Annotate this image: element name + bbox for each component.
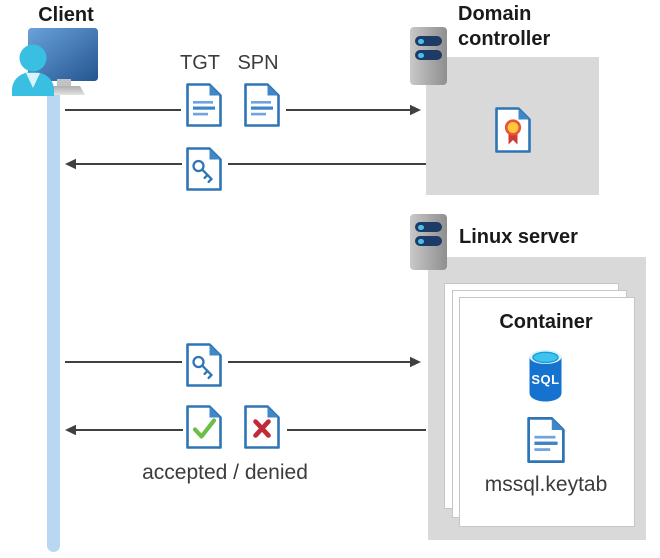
client-user-monitor-icon	[6, 26, 106, 96]
key-document-icon	[185, 342, 223, 388]
key-document-icon	[185, 146, 223, 192]
spn-ticket-document-icon	[243, 82, 281, 128]
container-page-front	[459, 297, 635, 527]
arrow-left-icon	[65, 158, 426, 170]
arrow-right-icon	[65, 104, 421, 116]
check-document-icon	[185, 404, 223, 450]
tgt-label: TGT	[180, 52, 220, 74]
cross-document-icon	[243, 404, 281, 450]
linux-server-node-label: Linux server	[459, 226, 578, 248]
keytab-document-icon	[526, 415, 566, 465]
server-icon	[410, 27, 447, 85]
server-icon	[410, 214, 447, 270]
tgt-ticket-document-icon	[185, 82, 223, 128]
spn-label: SPN	[237, 52, 279, 74]
sql-database-icon: SQL	[527, 348, 564, 402]
domain-controller-node-label: Domain controller	[458, 3, 551, 50]
container-node-label: Container	[499, 311, 593, 333]
client-node-label: Client	[38, 4, 94, 26]
client-lifeline-band	[47, 86, 60, 552]
certificate-icon	[494, 106, 532, 154]
sql-database-label: SQL	[531, 372, 560, 387]
accepted-denied-caption: accepted / denied	[142, 461, 308, 484]
keytab-file-label: mssql.keytab	[484, 473, 608, 496]
arrow-left-icon	[65, 424, 426, 436]
arrow-right-icon	[65, 356, 421, 368]
